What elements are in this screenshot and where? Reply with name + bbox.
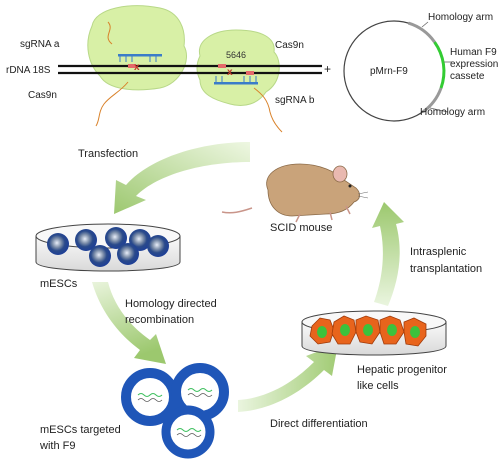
label-hdr-2: recombination [125,314,195,326]
targeted-cells [121,363,229,459]
cas9n-complex-right [196,29,283,133]
arrow-intrasplenic [372,202,404,306]
arrow-transfection [114,142,250,214]
label-intrasplenic-1: Intrasplenic [410,246,467,258]
label-plasmid-name: pMrn-F9 [370,66,408,77]
arrow-direct-differentiation [238,344,338,412]
cut-mark-right: x [227,67,233,78]
hepatic-cells [309,315,427,347]
arrow-homology-recombination [92,282,166,364]
label-homology-arm-top: Homology arm [428,12,494,23]
plus-sign: + [324,62,332,76]
label-direct-differentiation: Direct differentiation [270,418,368,430]
label-intrasplenic-2: transplantation [410,263,483,275]
label-targeted-1: mESCs targeted [40,424,121,436]
label-sgrna-a: sgRNA a [20,39,60,50]
sgrna-bars [118,54,258,85]
label-sgrna-b: sgRNA b [275,95,315,106]
label-hdr-1: Homology directed [125,298,217,310]
plasmid-pmrn-f9 [343,20,452,122]
label-hepatic-1: Hepatic progenitor [357,364,447,376]
label-site-5646: 5646 [226,50,247,60]
label-cassette-2: expression [450,59,499,70]
label-cas9n-right: Cas9n [275,40,304,51]
label-targeted-2: with F9 [40,440,76,452]
cas9n-complex-left [87,5,187,127]
label-rdna-18s: rDNA 18S [6,65,51,76]
label-hepatic-2: like cells [357,380,399,392]
label-scid-mouse: SCID mouse [270,222,333,234]
mescs-cells [47,227,169,267]
scid-mouse [221,163,369,223]
label-cas9n-left: Cas9n [28,90,57,101]
label-transfection: Transfection [78,148,139,160]
label-cassette-1: Human F9 [450,47,497,58]
cut-mark-left: x [134,62,140,73]
label-mescs: mESCs [40,278,78,290]
dna-strand [58,64,322,75]
label-cassette-3: cassete [450,71,485,82]
label-homology-arm-bottom: Homology arm [420,107,486,118]
